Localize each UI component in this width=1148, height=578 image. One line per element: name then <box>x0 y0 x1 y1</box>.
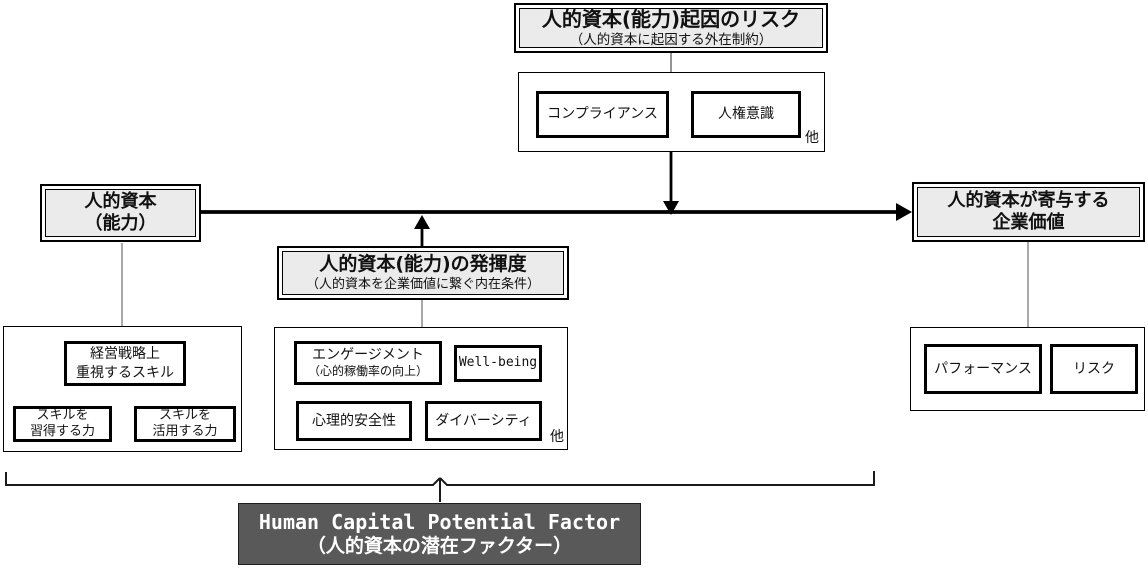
apply-skill-line1: スキルを <box>158 407 211 423</box>
wellbeing-label: Well-being <box>458 355 538 371</box>
arrow-main-axis <box>201 203 912 221</box>
value-line2: 企業価値 <box>992 212 1065 233</box>
capital-title-box: 人的資本 （能力） <box>40 184 201 242</box>
performance-label: パフォーマンス <box>934 360 1032 377</box>
psych-safety-box: 心理的安全性 <box>296 401 412 441</box>
risk-etc-label: 他 <box>805 130 819 146</box>
strategy-skill-line2: 重視するスキル <box>76 364 174 381</box>
risk-subtitle: （人的資本に起因する外在制約） <box>569 32 773 49</box>
potential-factor-box: Human Capital Potential Factor （人的資本の潜在フ… <box>238 503 641 565</box>
apply-skill-box: スキルを 活用する力 <box>134 406 236 442</box>
human-rights-box: 人権意識 <box>691 91 801 138</box>
acquire-skill-line2: 習得する力 <box>29 424 95 439</box>
potential-factor-line1: Human Capital Potential Factor <box>258 509 621 534</box>
apply-skill-line2: 活用する力 <box>152 424 218 439</box>
risk-items-group: コンプライアンス 人権意識 他 <box>518 72 825 152</box>
diversity-box: ダイバーシティ <box>425 401 542 441</box>
strategy-skill-box: 経営戦略上 重視するスキル <box>64 341 186 386</box>
engagement-line2: （心的稼働率の向上） <box>307 364 428 379</box>
arrow-up-exert <box>414 215 430 246</box>
diversity-label: ダイバーシティ <box>435 412 532 429</box>
potential-factor-line2: （人的資本の潜在ファクター） <box>306 534 573 557</box>
engagement-box: エンゲージメント （心的稼働率の向上） <box>294 341 442 385</box>
risk-title-box: 人的資本(能力)起因のリスク （人的資本に起因する外在制約） <box>514 3 828 53</box>
capital-line1: 人的資本 <box>84 190 157 212</box>
acquire-skill-line1: スキルを <box>36 407 89 423</box>
bottom-brace <box>5 471 875 502</box>
wellbeing-box: Well-being <box>454 345 542 382</box>
exert-etc-label: 他 <box>550 429 564 445</box>
acquire-skill-box: スキルを 習得する力 <box>13 406 112 442</box>
value-title-box: 人的資本が寄与する 企業価値 <box>912 182 1145 242</box>
value-outcomes-group: パフォーマンス リスク <box>910 327 1145 411</box>
exert-subtitle: （人的資本を企業価値に繋ぐ内在条件） <box>305 277 540 293</box>
human-rights-label: 人権意識 <box>718 106 774 123</box>
exert-title-box: 人的資本(能力)の発揮度 （人的資本を企業価値に繋ぐ内在条件） <box>277 246 569 300</box>
compliance-label: コンプライアンス <box>547 106 658 123</box>
engagement-line1: エンゲージメント <box>312 347 424 364</box>
compliance-box: コンプライアンス <box>536 91 669 138</box>
strategy-skill-line1: 経営戦略上 <box>90 346 160 363</box>
value-line1: 人的資本が寄与する <box>947 189 1110 211</box>
risk-title: 人的資本(能力)起因のリスク <box>541 7 801 32</box>
outcome-risk-box: リスク <box>1050 344 1138 394</box>
skills-group: 経営戦略上 重視するスキル スキルを 習得する力 スキルを 活用する力 <box>3 326 242 452</box>
capital-line2: （能力） <box>84 213 157 234</box>
performance-box: パフォーマンス <box>924 344 1042 394</box>
arrow-down-risk <box>663 152 679 215</box>
psych-safety-label: 心理的安全性 <box>312 412 396 429</box>
exert-title: 人的資本(能力)の発揮度 <box>319 253 527 276</box>
outcome-risk-label: リスク <box>1073 360 1115 377</box>
exert-factors-group: エンゲージメント （心的稼働率の向上） Well-being 心理的安全性 ダイ… <box>274 327 568 450</box>
